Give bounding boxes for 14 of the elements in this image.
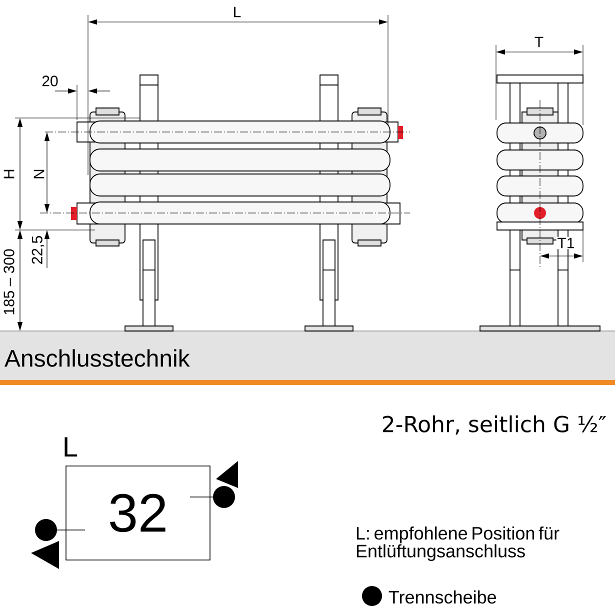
connection-type-heading: 2-Rohr, seitlich G ½″ [382,415,606,435]
dimension-label: T [534,36,544,48]
dimension-label: N [34,170,44,178]
node-label: L [64,437,78,457]
dimension-label: L [234,6,241,18]
dimension-label: 20 [42,76,58,86]
section-box: 32 L [64,437,210,560]
dimension-label: T1 [556,236,576,250]
dimension-label: 185 – 300 [4,249,14,314]
dimension-label: 22,5 [32,236,44,264]
dimension-label: H [4,170,14,178]
legend-text: Trennscheibe [388,590,496,604]
note-text: L: empfohlene Position für Entlüftungsanschluss [356,526,560,561]
section-heading: Anschlusstechnik [4,349,190,367]
